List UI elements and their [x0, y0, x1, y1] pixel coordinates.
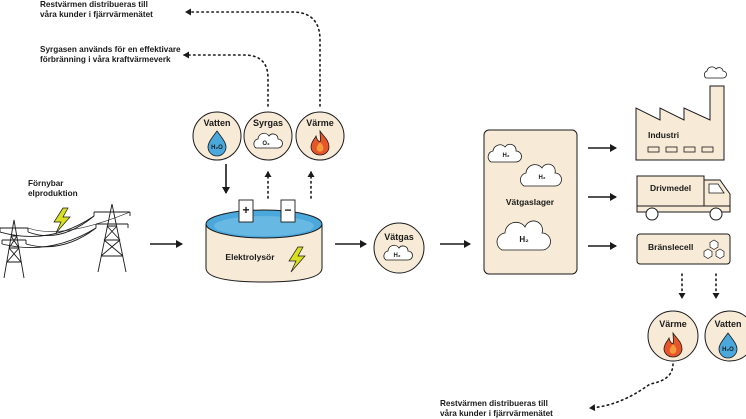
svg-text:Värme: Värme [659, 319, 687, 329]
truck-illustration: Drivmedel [636, 175, 731, 221]
svg-text:−: − [284, 203, 291, 217]
fuel-cell-box: Bränslecell [636, 233, 731, 265]
svg-text:våra kunder i fjärrvärmenätet: våra kunder i fjärrvärmenätet [440, 408, 553, 418]
svg-text:elproduktion: elproduktion [28, 189, 78, 198]
output-heat-circle: Värme [647, 310, 699, 362]
electrolyser-tank: + − Elektrolysör [205, 199, 323, 283]
cloud-icon [383, 244, 413, 261]
output-water-circle: Vatten H₂O [704, 310, 746, 362]
svg-text:Vatten: Vatten [714, 319, 741, 329]
note-heat-bottom: Restvärmen distribueras till våra kunder… [440, 399, 553, 418]
molecule-icon [703, 239, 725, 259]
svg-text:Syrgas: Syrgas [253, 118, 283, 128]
factory-illustration: Industri [635, 66, 727, 161]
svg-text:H₂: H₂ [539, 175, 546, 181]
power-pylons-illustration [0, 203, 131, 279]
source-label: Förnybar elproduktion [28, 179, 78, 198]
input-water-circle: Vatten H₂O [192, 111, 242, 161]
svg-text:Förnybar: Förnybar [28, 179, 64, 188]
bolt-icon-electrolyser [288, 246, 306, 273]
svg-text:H₂: H₂ [519, 235, 529, 244]
input-oxygen-circle: Syrgas O₂ [243, 111, 293, 161]
bolt-icon-source [53, 207, 71, 234]
note-oxygen: Syrgasen används för en effektivare förb… [40, 45, 181, 64]
dotted-path-heat-top [185, 8, 321, 107]
water-drop-icon [207, 130, 227, 157]
water-drop-icon [718, 332, 738, 359]
svg-text:Syrgasen används för en effekt: Syrgasen används för en effektivare [40, 45, 181, 54]
svg-text:+: + [242, 203, 249, 217]
svg-text:Vatten: Vatten [203, 118, 230, 128]
svg-text:H₂O: H₂O [211, 145, 223, 151]
fuel-label: Drivmedel [650, 183, 691, 193]
storage-label: Vätgaslager [506, 197, 555, 207]
hydrogen-circle: Vätgas H₂ [373, 222, 425, 274]
wheel-icon [709, 207, 723, 221]
svg-text:Vätgas: Vätgas [384, 232, 414, 242]
minus-electrode [280, 199, 296, 223]
industry-label: Industri [648, 130, 679, 140]
svg-text:H₂: H₂ [394, 253, 401, 259]
svg-text:Restvärmen distribueras till: Restvärmen distribueras till [440, 399, 548, 408]
svg-text:Restvärmen distribueras till: Restvärmen distribueras till [40, 0, 148, 9]
cloud-icon [496, 220, 551, 251]
svg-text:H₂O: H₂O [722, 347, 734, 353]
cloud-icon [253, 132, 283, 149]
smoke-cloud-icon [703, 66, 727, 79]
cloud-icon [520, 163, 562, 187]
wheel-icon [645, 207, 659, 221]
plus-electrode [238, 199, 254, 223]
dotted-path-oxygen [183, 51, 269, 107]
svg-text:Värme: Värme [306, 118, 334, 128]
dotted-path-heat-bottom [589, 363, 674, 412]
fuel-cell-label: Bränslecell [648, 242, 693, 252]
svg-text:våra kunder i fjärrvärmenätet: våra kunder i fjärrvärmenätet [40, 9, 153, 19]
svg-text:H₂: H₂ [503, 153, 510, 159]
hydrogen-storage: H₂ H₂ Vätgaslager H₂ [483, 129, 578, 275]
svg-text:O₂: O₂ [262, 141, 270, 147]
note-heat-top: Restvärmen distribueras till våra kunder… [40, 0, 153, 19]
electrolyser-label: Elektrolysör [225, 252, 275, 262]
svg-text:förbränning i våra kraftvärmev: förbränning i våra kraftvärmeverk [40, 54, 171, 64]
cloud-icon [487, 143, 522, 163]
input-heat-circle: Värme [295, 111, 345, 161]
